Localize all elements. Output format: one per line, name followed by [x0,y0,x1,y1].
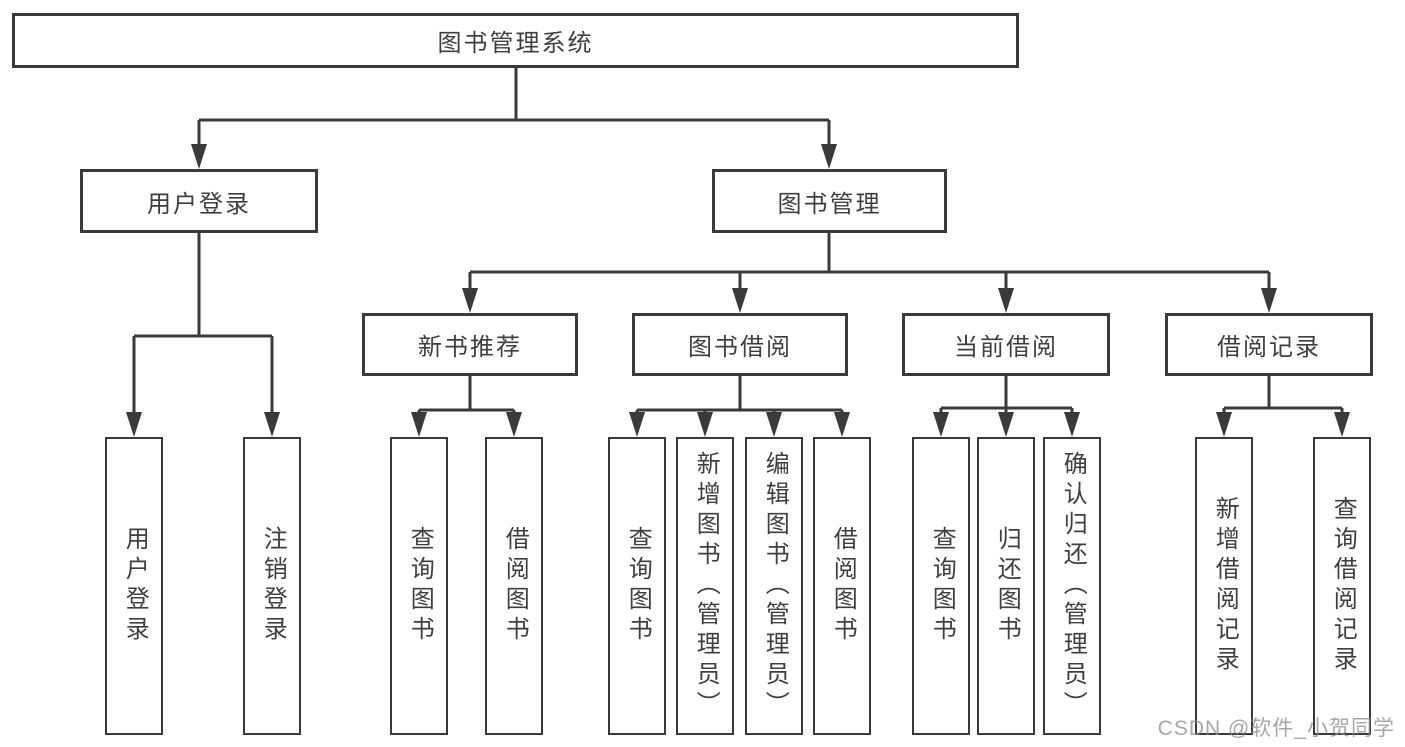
leaf-current-return-books: 归还图书 [977,437,1035,735]
arrowhead-icon [933,412,949,437]
connector-new-book-recommend-to-leaves [417,376,516,417]
connector-book-management-to-level3 [468,233,1271,293]
leaf-records-add-record: 新增借阅记录 [1195,437,1253,735]
node-label: 图书管理 [777,190,882,218]
arrowhead-icon [462,288,478,313]
arrowhead-icon [766,412,782,437]
leaf-user-login: 用户登录 [105,437,163,735]
node-user-login: 用户登录 [80,169,318,233]
connector-book-borrow-to-leaves [635,376,844,417]
arrowhead-icon [1261,288,1277,313]
node-label: 图书借阅 [688,334,792,361]
node-current-borrow: 当前借阅 [902,313,1110,376]
arrowhead-icon [697,412,713,437]
node-root-library-management-system: 图书管理系统 [12,13,1019,68]
arrowhead-icon [998,412,1014,437]
node-label: 借阅图书 [501,526,529,646]
arrowhead-icon [821,144,837,169]
node-label: 确认归还（管理员） [1059,451,1087,721]
arrowhead-icon [191,144,207,169]
arrowhead-icon [998,288,1014,313]
node-label: 当前借阅 [954,334,1058,361]
arrowhead-icon [1064,412,1080,437]
arrowhead-icon [126,412,142,437]
node-label: 查询图书 [928,526,956,646]
node-book-borrow: 图书借阅 [632,313,848,376]
leaf-records-query-record: 查询借阅记录 [1313,437,1371,735]
arrowhead-icon [264,412,280,437]
connector-user-login-to-leaves [132,233,274,417]
node-label: 用户登录 [147,190,251,218]
node-label: 编辑图书（管理员） [761,451,789,721]
leaf-current-confirm-return-admin: 确认归还（管理员） [1043,437,1101,735]
connector-borrow-records-to-leaves [1222,376,1344,417]
arrowhead-icon [411,412,427,437]
leaf-borrow-borrow-books: 借阅图书 [813,437,871,735]
arrowhead-icon [1216,412,1232,437]
node-label: 借阅图书 [829,526,857,646]
connector-root-to-level2 [197,68,831,149]
node-label: 新书推荐 [418,334,522,361]
arrowhead-icon [506,412,522,437]
node-label: 归还图书 [993,526,1021,646]
node-book-management: 图书管理 [712,169,947,233]
node-label: 新增借阅记录 [1211,496,1239,676]
arrowhead-icon [629,412,645,437]
leaf-borrow-edit-books-admin: 编辑图书（管理员） [745,437,803,735]
leaf-current-query-books: 查询图书 [912,437,970,735]
leaf-logout: 注销登录 [243,437,301,735]
leaf-new-book-borrow-books: 借阅图书 [485,437,543,735]
node-label: 查询借阅记录 [1329,496,1357,676]
arrowhead-icon [834,412,850,437]
connector-current-borrow-to-leaves [939,376,1074,417]
node-label: 注销登录 [259,526,287,646]
node-label: 借阅记录 [1217,334,1321,361]
leaf-borrow-query-books: 查询图书 [608,437,666,735]
leaf-new-book-query-books: 查询图书 [390,437,448,735]
node-label: 图书管理系统 [437,30,594,57]
arrowhead-icon [1334,412,1350,437]
node-borrow-records: 借阅记录 [1165,313,1373,376]
arrowhead-icon [732,288,748,313]
connector-lines [132,68,1344,417]
node-label: 查询图书 [406,526,434,646]
leaf-borrow-add-books-admin: 新增图书（管理员） [676,437,734,735]
node-label: 新增图书（管理员） [692,451,720,721]
arrowheads [126,144,1350,437]
csdn-watermark: CSDN @软件_小贺同学 [1157,717,1395,740]
node-label: 用户登录 [121,526,149,646]
node-new-book-recommend: 新书推荐 [362,313,578,376]
node-label: 查询图书 [624,526,652,646]
